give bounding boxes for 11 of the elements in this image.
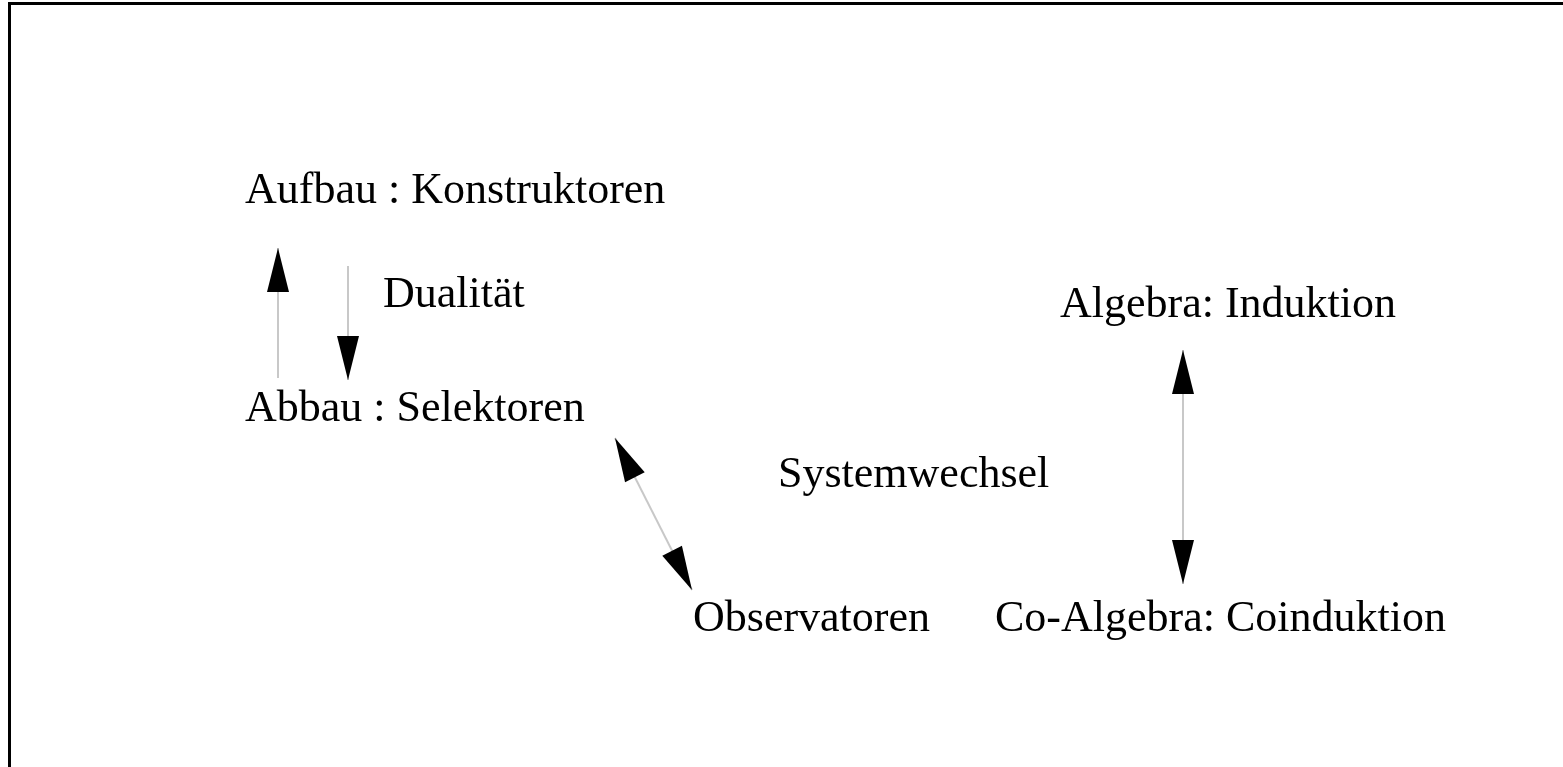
arrow	[337, 265, 359, 381]
double-arrow	[614, 437, 693, 591]
node-text: Aufbau : Konstruktoren	[245, 166, 666, 212]
arrow	[267, 247, 289, 379]
node-text: Observatoren	[693, 594, 930, 640]
node-text: Co-Algebra: Coinduktion	[995, 594, 1446, 640]
node-text: Algebra: Induktion	[1060, 280, 1397, 326]
annotation-label: Dualität	[383, 270, 525, 316]
node-text: Abbau : Selektoren	[245, 384, 585, 430]
double-arrow	[1172, 349, 1194, 585]
annotation-label: Systemwechsel	[778, 450, 1050, 496]
